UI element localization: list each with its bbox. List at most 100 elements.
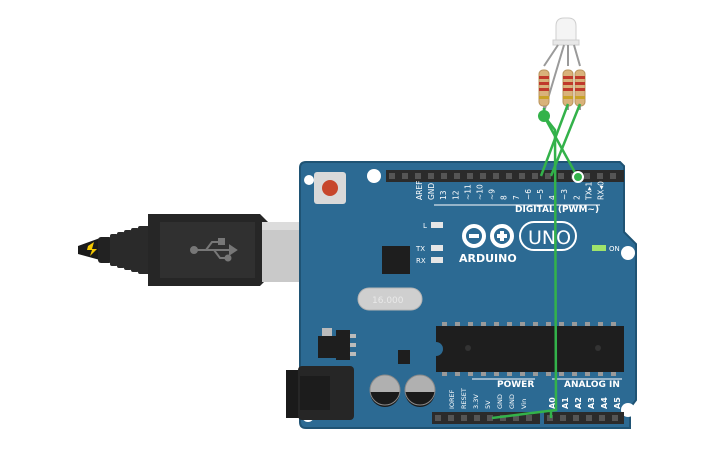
analog-label: ANALOG IN — [564, 380, 620, 390]
led-on — [592, 245, 606, 251]
power-jack[interactable] — [286, 366, 354, 420]
digital-pin-label: TX▸1 — [584, 182, 593, 201]
brand-label: ARDUINO — [459, 252, 517, 265]
power-pin-label: GND — [508, 394, 516, 409]
digital-pin-label: 12 — [451, 190, 460, 200]
on-label: ON — [609, 245, 620, 253]
header-hole[interactable] — [500, 415, 506, 421]
digital-pin-label: 7 — [512, 195, 521, 200]
header-hole[interactable] — [610, 173, 616, 179]
header-hole[interactable] — [467, 173, 473, 179]
analog-pin-label: A5 — [613, 397, 622, 409]
analog-pin-label: A2 — [574, 397, 583, 409]
header-hole[interactable] — [389, 173, 395, 179]
capacitor — [369, 374, 401, 407]
header-hole[interactable] — [612, 415, 618, 421]
regulator — [318, 336, 336, 358]
digital-pin-label: GND — [427, 183, 436, 200]
mount-hole — [621, 246, 635, 260]
usb-chip — [382, 246, 410, 274]
digital-pin-label: ~5 — [536, 189, 545, 200]
mount-hole — [367, 169, 381, 183]
header-hole[interactable] — [454, 173, 460, 179]
crystal — [357, 287, 423, 311]
header-hole[interactable] — [441, 173, 447, 179]
header-hole[interactable] — [558, 173, 564, 179]
header-hole[interactable] — [599, 415, 605, 421]
header-hole[interactable] — [461, 415, 467, 421]
header-hole[interactable] — [480, 173, 486, 179]
power-pin-label: 5V — [484, 400, 492, 409]
digital-pin-label: 8 — [500, 195, 509, 200]
digital-pin-label: 4 — [548, 195, 557, 200]
led-l — [431, 222, 443, 228]
digital-label: DIGITAL (PWM~) — [515, 205, 599, 215]
digital-pin-label: 2 — [572, 195, 581, 200]
header-hole[interactable] — [597, 173, 603, 179]
header-hole[interactable] — [545, 173, 551, 179]
digital-pin-label: ~9 — [488, 189, 497, 200]
resistor[interactable] — [574, 69, 586, 110]
digital-pin-label: AREF — [415, 181, 424, 200]
model-label: UNO — [528, 227, 571, 249]
header-hole[interactable] — [428, 173, 434, 179]
analog-pin-label: A3 — [587, 397, 596, 409]
mount-hole — [304, 175, 314, 185]
header-hole[interactable] — [448, 415, 454, 421]
header-hole[interactable] — [506, 173, 512, 179]
digital-pin-label: RX◂0 — [597, 181, 606, 200]
reset-button[interactable] — [314, 172, 346, 204]
capacitor — [404, 374, 436, 407]
led-l-label: L — [423, 222, 427, 230]
atmega-chip — [436, 322, 624, 376]
power-pin-label: Vin — [520, 399, 528, 409]
resistor[interactable] — [538, 69, 550, 110]
mount-hole — [621, 403, 635, 417]
header-hole[interactable] — [584, 173, 590, 179]
analog-pin-label: A1 — [561, 397, 570, 409]
digital-pin-label: ~11 — [463, 184, 472, 200]
analog-pin-label: A0 — [548, 397, 557, 409]
arduino-logo — [462, 224, 514, 248]
power-pin-labels: IOREF RESET 3.3V 5V GND GND Vin — [448, 388, 528, 409]
digital-pin-label: ~6 — [524, 189, 533, 200]
usb-icon — [190, 238, 238, 262]
wires[interactable] — [491, 103, 582, 420]
power-pin-label: GND — [496, 394, 504, 409]
led-tx — [431, 245, 443, 251]
header-hole[interactable] — [519, 173, 525, 179]
header-hole[interactable] — [474, 415, 480, 421]
analog-pin-label: A4 — [600, 397, 609, 409]
bolt-icon — [87, 242, 97, 256]
header-hole[interactable] — [513, 415, 519, 421]
led-tx-label: TX — [415, 245, 425, 253]
rgb-led[interactable] — [552, 17, 580, 46]
header-hole[interactable] — [402, 173, 408, 179]
header-hole[interactable] — [532, 173, 538, 179]
led-rx-label: RX — [416, 257, 426, 265]
header-hole[interactable] — [493, 173, 499, 179]
power-label: POWER — [497, 380, 534, 390]
power-pin-label: 3.3V — [472, 394, 480, 409]
power-pin-label: IOREF — [448, 389, 456, 409]
wire-endpoint[interactable] — [572, 171, 584, 183]
header-hole[interactable] — [487, 415, 493, 421]
wire-junction[interactable] — [538, 110, 550, 122]
uno-badge — [519, 221, 577, 251]
header-hole[interactable] — [415, 173, 421, 179]
header-hole[interactable] — [435, 415, 441, 421]
digital-pin-label: ~3 — [560, 189, 569, 200]
header-hole[interactable] — [586, 415, 592, 421]
digital-pin-label: ~10 — [476, 184, 485, 200]
power-pin-label: RESET — [460, 388, 468, 409]
analog-pin-labels: A0 A1 A2 A3 A4 A5 — [548, 397, 622, 409]
header-hole[interactable] — [573, 415, 579, 421]
crystal-label: 16.000 — [372, 296, 404, 306]
digital-pin-label: 13 — [439, 190, 448, 200]
header-hole[interactable] — [560, 415, 566, 421]
led-rx — [431, 257, 443, 263]
header-hole[interactable] — [526, 415, 532, 421]
